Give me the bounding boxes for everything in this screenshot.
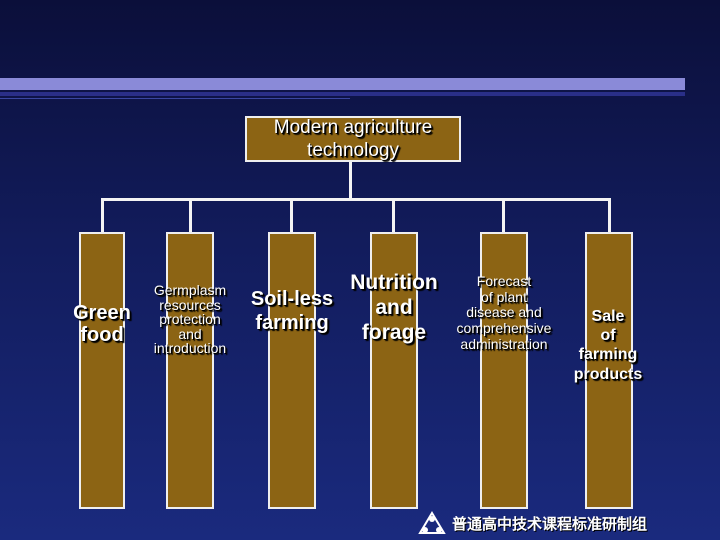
branch-label-green-food: Green food: [56, 302, 148, 347]
branch-box-forecast: [480, 232, 528, 509]
label-line: protection: [159, 311, 221, 328]
connector-green-food: [101, 198, 104, 232]
label-line: Soil-less: [250, 288, 334, 310]
branch-label-germplasm: Germplasm resources protection and intro…: [132, 283, 248, 356]
branch-box-sale: [585, 232, 633, 509]
branch-label-nutrition: Nutrition and forage: [336, 270, 452, 346]
label-line: comprehensive: [456, 320, 552, 337]
footer-credit: 普通高中技术课程标准研制组: [418, 510, 718, 536]
label-line: Sale: [591, 308, 625, 325]
label-line: Germplasm: [153, 282, 227, 298]
label-line: and: [375, 296, 413, 320]
branch-bus-line: [101, 198, 611, 201]
root-node-box: [245, 116, 461, 162]
label-line: and: [178, 325, 202, 342]
triangle-logo-icon: [418, 511, 446, 534]
branch-box-nutrition: [370, 232, 418, 509]
connector-nutrition: [392, 198, 395, 232]
label-line: products: [573, 365, 643, 383]
label-line: of: [600, 327, 616, 345]
label-line: Green: [73, 302, 131, 324]
branch-label-soil-less: Soil-less farming: [230, 287, 354, 336]
root-connector: [349, 162, 352, 200]
label-line: administration: [460, 335, 548, 352]
label-line: farming: [255, 312, 329, 335]
branch-label-sale: Sale of farming products: [560, 307, 656, 384]
label-line: of plant: [481, 288, 527, 305]
branch-label-forecast: Forecast of plant disease and comprehens…: [436, 273, 572, 352]
branch-box-germplasm: [166, 232, 214, 509]
label-line: disease and: [466, 304, 542, 321]
branch-box-green-food: [79, 232, 125, 509]
connector-sale: [608, 198, 611, 232]
footer-text: 普通高中技术课程标准研制组: [452, 514, 648, 533]
label-line: forage: [361, 321, 427, 345]
label-line: farming: [578, 346, 638, 364]
connector-germplasm: [189, 198, 192, 232]
connector-forecast: [502, 198, 505, 232]
header-accent-stripe: [0, 92, 685, 96]
root-node-label: Modern agriculture technology: [273, 117, 433, 161]
header-accent-bar: [0, 78, 685, 90]
label-line: Nutrition: [350, 271, 438, 294]
label-line: resources: [159, 296, 221, 313]
label-line: Forecast: [476, 273, 532, 289]
label-line: introduction: [153, 340, 227, 357]
header-accent-line: [0, 98, 350, 99]
branch-box-soil-less: [268, 232, 316, 509]
label-line: food: [80, 324, 124, 347]
connector-soil-less: [290, 198, 293, 232]
